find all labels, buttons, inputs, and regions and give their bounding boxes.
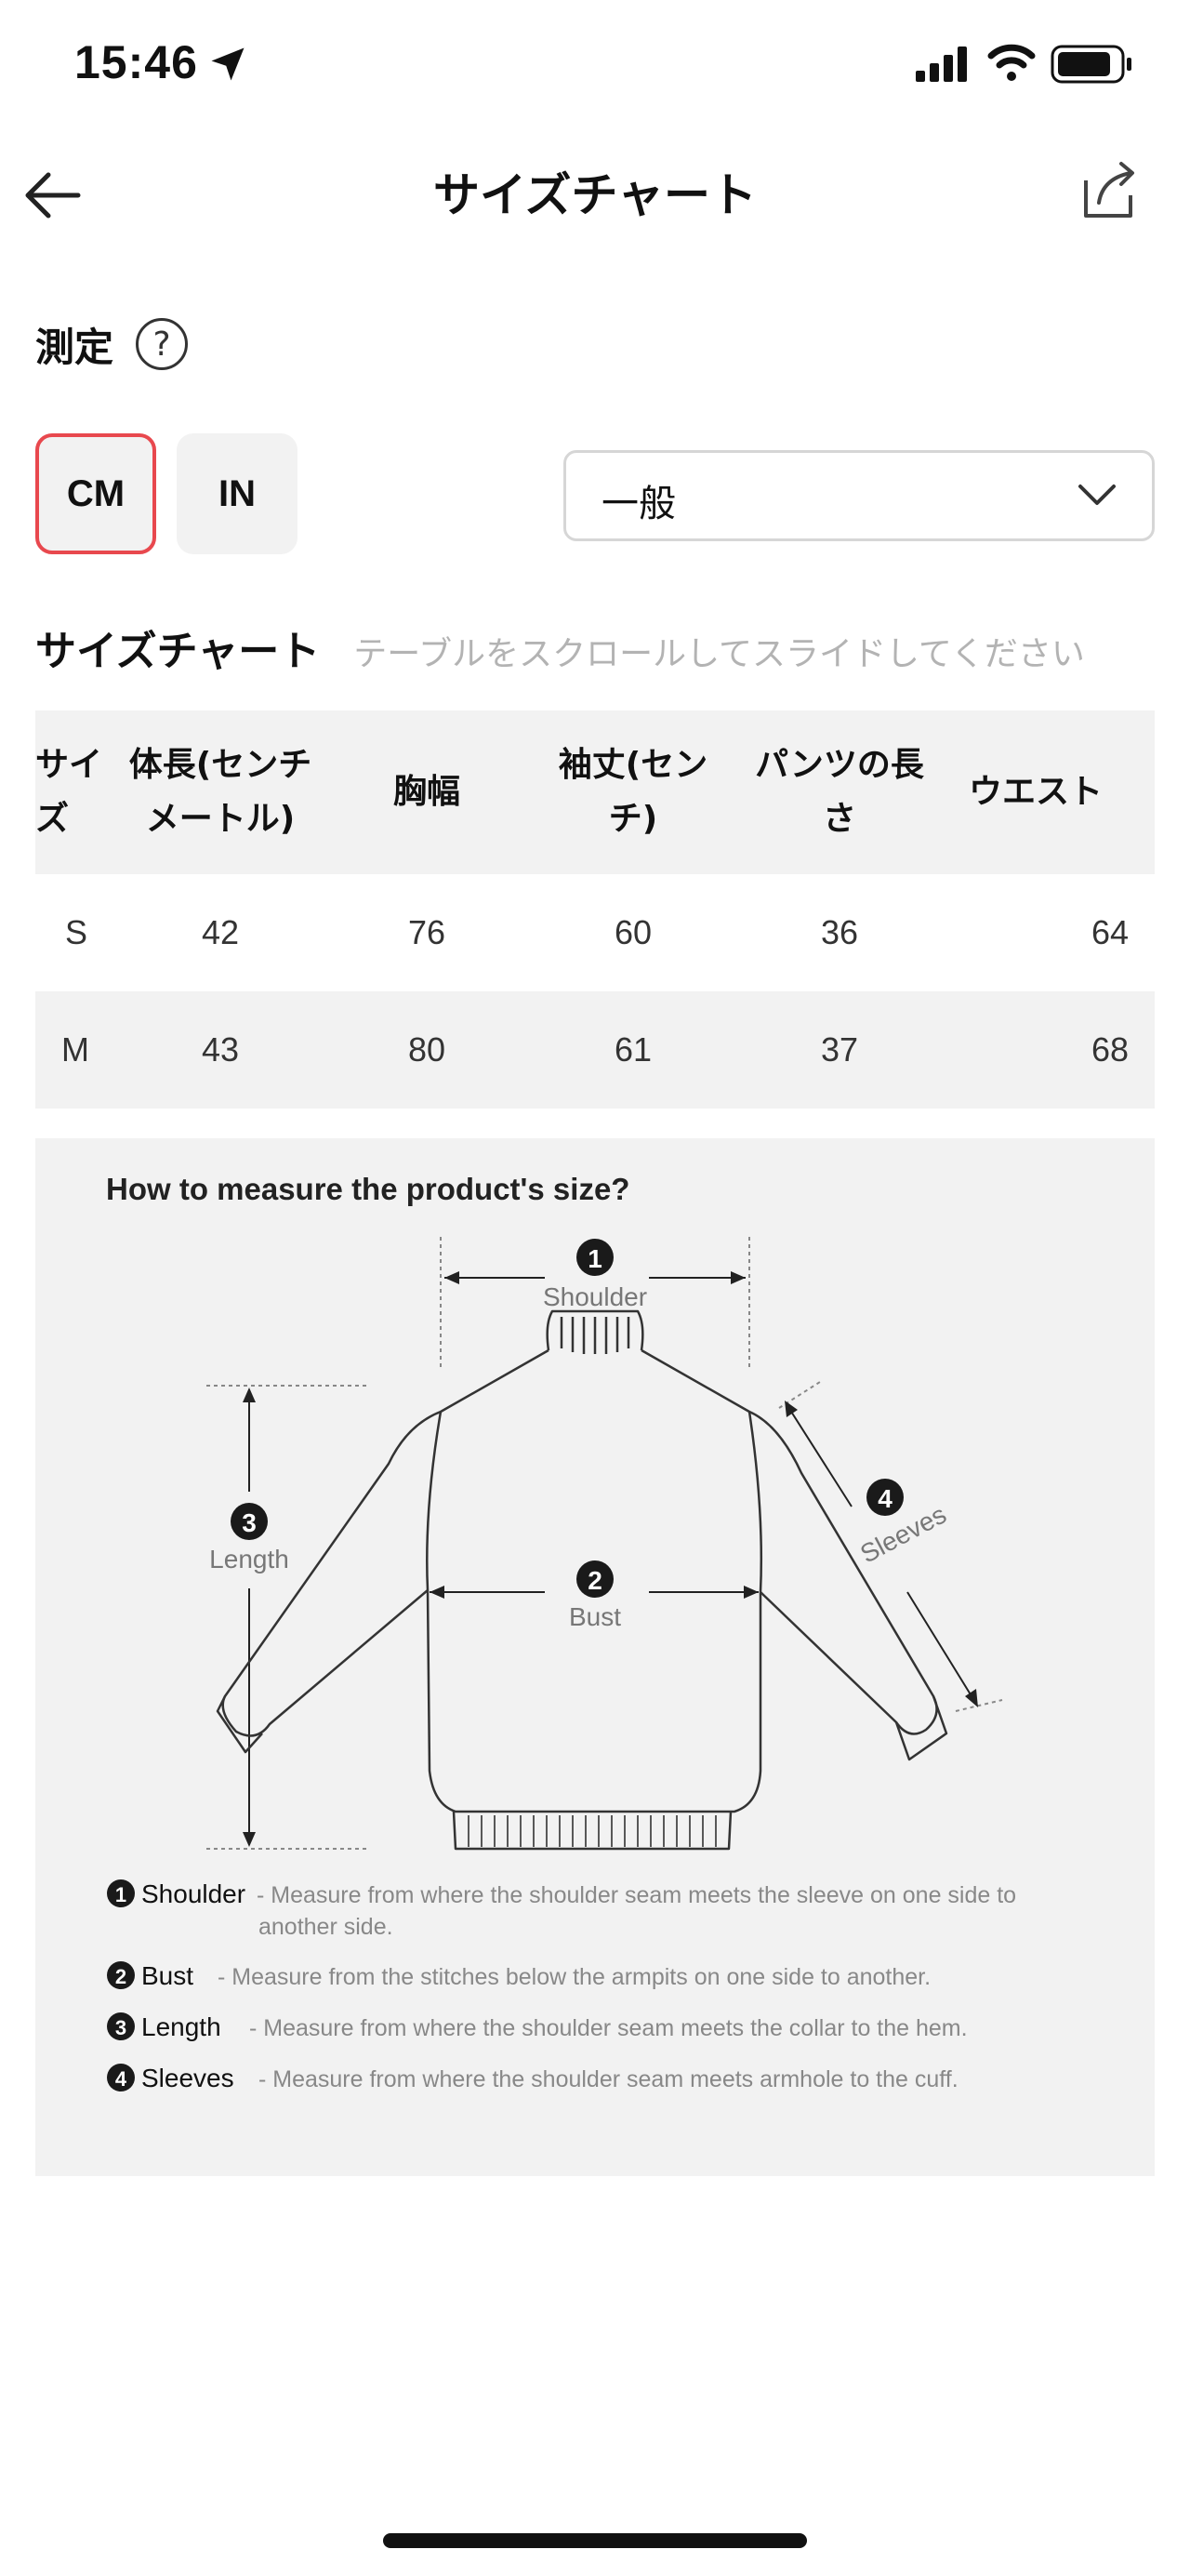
unit-in-button[interactable]: IN [177, 433, 298, 554]
status-bar: 15:46 [0, 0, 1190, 130]
location-arrow-icon [211, 47, 245, 81]
cellular-signal-icon [916, 46, 967, 82]
note-number: 3 [115, 2016, 126, 2039]
bust-label: Bust [569, 1602, 621, 1631]
measure-label: 測定 [35, 324, 114, 370]
note-desc: another side. [258, 1914, 393, 1940]
number-4: 4 [878, 1484, 892, 1513]
guide-title: How to measure the product's size? [106, 1172, 629, 1206]
note-name: Sleeves [141, 2064, 234, 2092]
share-icon[interactable] [1077, 158, 1142, 223]
column-header: 胸幅 [324, 710, 530, 874]
note-number: 2 [115, 1965, 126, 1988]
chart-scroll-hint: テーブルをスクロールしてスライドしてください [353, 635, 1085, 673]
table-cell: 60 [614, 913, 653, 951]
size-table[interactable]: サイズ 体長(センチメートル) 胸幅 袖丈(センチ) パンツの長さ ウエスト S… [35, 710, 1155, 1109]
table-header-row: サイズ 体長(センチメートル) 胸幅 袖丈(センチ) パンツの長さ ウエスト [35, 710, 1155, 874]
note-name: Shoulder [141, 1879, 245, 1908]
help-glyph: ? [152, 325, 171, 364]
table-row: S 42 76 60 36 64 [35, 874, 1155, 991]
number-1: 1 [588, 1244, 602, 1273]
page-title: サイズチャート [433, 168, 757, 222]
measure-notes: 1 Shoulder - Measure from where the shou… [107, 1879, 1016, 2092]
home-indicator [383, 2533, 807, 2548]
unit-cm-button[interactable]: CM [35, 433, 156, 554]
sleeves-label: Sleeves [855, 1500, 951, 1569]
sweater-icon [216, 1309, 948, 1851]
chart-title: サイズチャート [35, 628, 321, 675]
measure-row: 測定 ? [35, 316, 189, 372]
column-header: ウエスト [943, 710, 1155, 874]
note-desc: - Measure from where the shoulder seam m… [258, 2066, 959, 2092]
table-cell: 37 [736, 991, 943, 1109]
number-2: 2 [588, 1566, 602, 1595]
note-desc: - Measure from where the shoulder seam m… [257, 1882, 1016, 1908]
note-name: Bust [141, 1961, 193, 1990]
chevron-down-icon [1078, 485, 1116, 505]
measure-guide-svg: How to measure the product's size? 1 Sho… [106, 1172, 1016, 2092]
note-number: 1 [115, 1883, 126, 1906]
help-icon[interactable]: ? [136, 318, 189, 370]
table-row: M 43 80 61 37 68 [35, 991, 1155, 1109]
table-cell: 68 [943, 991, 1155, 1109]
select-value: 一般 [602, 483, 676, 525]
status-time: 15:46 [74, 36, 198, 88]
note-desc: - Measure from the stitches below the ar… [218, 1964, 931, 1990]
column-header: パンツの長さ [736, 710, 943, 874]
table-cell: 42 [201, 913, 240, 951]
wifi-icon [987, 44, 1036, 81]
table-cell: 64 [1091, 913, 1129, 951]
battery-icon [1051, 45, 1131, 84]
note-name: Length [141, 2012, 221, 2041]
note-desc: - Measure from where the shoulder seam m… [249, 2015, 968, 2041]
measure-guide-image: How to measure the product's size? 1 Sho… [35, 1138, 1155, 2176]
column-header: サイズ [35, 710, 117, 874]
number-3: 3 [242, 1508, 257, 1537]
table-cell: 80 [324, 991, 530, 1109]
note-number: 4 [115, 2067, 127, 2091]
table-cell: M [35, 991, 117, 1109]
table-cell: 61 [530, 991, 736, 1109]
column-header: 袖丈(センチ) [530, 710, 736, 874]
nav-bar: サイズチャート [0, 130, 1190, 251]
length-label: Length [209, 1545, 289, 1573]
chart-header: サイズチャート テーブルをスクロールしてスライドしてください [35, 617, 1085, 677]
table-cell: 36 [820, 913, 859, 951]
back-arrow-icon[interactable] [22, 163, 87, 228]
shoulder-label: Shoulder [543, 1282, 647, 1311]
table-cell: 43 [117, 991, 324, 1109]
column-header: 体長(センチメートル) [117, 710, 324, 874]
table-cell: 76 [407, 913, 446, 951]
table-cell: S [65, 913, 88, 951]
size-region-select[interactable]: 一般 [563, 450, 1155, 541]
